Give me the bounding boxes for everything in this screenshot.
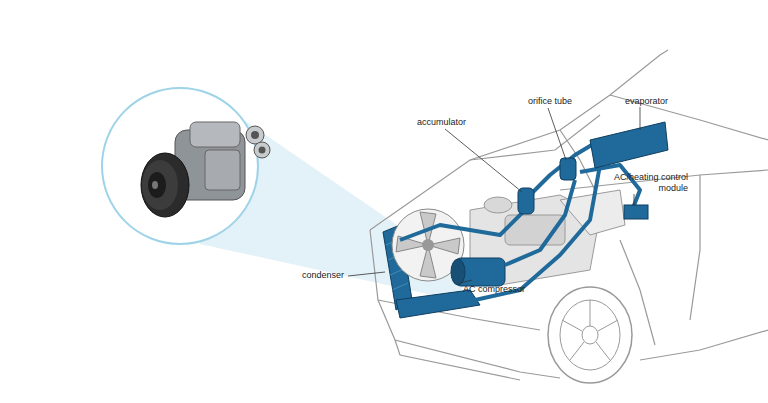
- evaporator-part: [590, 122, 668, 168]
- part-label: condenser: [302, 270, 362, 281]
- compressor-part: [451, 258, 505, 286]
- orifice-tube-part: [560, 158, 576, 180]
- leader-lines: [348, 107, 640, 283]
- front-wheel: [548, 287, 632, 383]
- control-module-part: [624, 205, 648, 219]
- inset-circle: [102, 88, 258, 244]
- accumulator-part: [518, 188, 534, 214]
- compressor-detail: [141, 122, 270, 217]
- part-label: evaporator: [625, 96, 695, 107]
- part-label: accumulator: [417, 117, 487, 128]
- part-label: AC compressor: [463, 284, 543, 295]
- part-label: AC/heating control module: [598, 172, 688, 194]
- part-label: orifice tube: [528, 96, 598, 107]
